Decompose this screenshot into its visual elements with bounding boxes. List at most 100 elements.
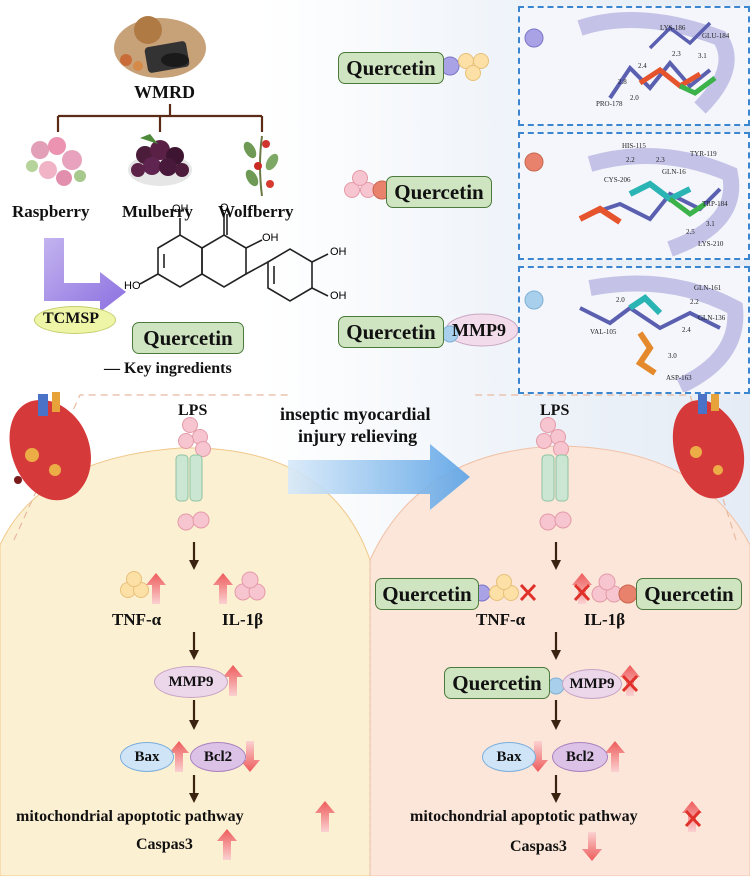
- dock2-label-3: GLN-16: [662, 168, 686, 176]
- dock1-label-2: PRO-178: [596, 100, 623, 108]
- left-bcl2-down-arrow: [240, 741, 260, 772]
- left-internal-molecules: [177, 511, 210, 531]
- tcmsp-arrow: [44, 238, 126, 312]
- right-mmp9-pill: MMP9: [562, 669, 622, 699]
- dock1-label-3: 2.3: [672, 50, 681, 58]
- raspberry-image: [26, 137, 86, 186]
- right-caspas-label: Caspas3: [510, 838, 567, 855]
- left-tnf-icon: [120, 571, 149, 598]
- structure-o-carbonyl: O: [220, 202, 229, 214]
- left-bcl2-pill: Bcl2: [190, 742, 246, 772]
- left-il1b-label: IL-1β: [222, 610, 264, 629]
- dock1-label-4: 3.1: [698, 52, 707, 60]
- docking-mmp9-label: MMP9: [452, 320, 506, 340]
- dock1-label-0: LYS-186: [660, 24, 686, 32]
- dock3-label-1: GLN-136: [698, 314, 726, 322]
- docking-panel-3: GLN-161 GLN-136 VAL-105 ASP-163 2.0 2.2 …: [518, 266, 750, 394]
- dock1-label-7: 2.4: [638, 62, 647, 70]
- left-flow-arrows: [189, 542, 199, 803]
- quercetin-key-box: Quercetin: [132, 322, 244, 354]
- wmrd-label: WMRD: [134, 82, 195, 102]
- key-ingredients-label: — Key ingredients: [104, 360, 232, 377]
- dock3-label-4: 2.0: [616, 296, 625, 304]
- dock3-label-0: GLN-161: [694, 284, 722, 292]
- dock3-label-7: 3.0: [668, 352, 677, 360]
- structure-oh-top: OH: [172, 203, 189, 215]
- left-il1b-up-arrow: [213, 573, 233, 604]
- left-tnf-up-arrow: [146, 573, 166, 604]
- dock2-label-7: 2.3: [656, 156, 665, 164]
- left-bax-pill: Bax: [120, 742, 174, 772]
- heart-left: [9, 392, 92, 501]
- heart-right: [672, 393, 745, 499]
- right-bcl2-pill: Bcl2: [552, 742, 608, 772]
- right-quercetin-il1b: Quercetin: [636, 578, 742, 610]
- right-flow-arrows: [551, 542, 561, 803]
- relief-arrow: [288, 444, 470, 510]
- left-mmp9-pill: MMP9: [154, 666, 228, 698]
- left-mmp9-up-arrow: [223, 665, 243, 696]
- structure-oh-3: OH: [262, 232, 279, 244]
- quercetin-structure: [139, 214, 329, 302]
- dock2-label-8: 3.1: [706, 220, 715, 228]
- right-il1b-up-arrow: [572, 573, 592, 604]
- mulberry-image: [128, 134, 192, 186]
- tcmsp-badge: [34, 306, 116, 334]
- right-tnf-label: TNF-α: [476, 610, 526, 629]
- binding-icons-row1: [440, 53, 489, 81]
- docking-quercetin-1: Quercetin: [338, 52, 444, 84]
- right-il1b-label: IL-1β: [584, 610, 626, 629]
- herb-label-mulberry: Mulberry: [122, 202, 193, 221]
- right-caspas-down-arrow: [582, 832, 602, 861]
- right-mmp9-up-arrow: [620, 665, 640, 696]
- tcmsp-label: TCMSP: [43, 310, 99, 327]
- dock2-label-9: 2.5: [686, 228, 695, 236]
- dock1-label-6: 2.8: [618, 78, 627, 86]
- right-bax-down-arrow: [528, 741, 548, 772]
- right-receptor: [541, 454, 569, 502]
- right-il1b-cross: [573, 583, 591, 602]
- dock3-label-5: 2.2: [690, 298, 699, 306]
- dock1-label-1: GLU-184: [702, 32, 730, 40]
- herb-label-raspberry: Raspberry: [12, 202, 90, 221]
- docking-panel-1: LYS-186 GLU-184 PRO-178 2.3 3.1 2.0 2.8 …: [518, 6, 750, 126]
- left-caspas-up-arrow: [217, 829, 237, 860]
- docking-quercetin-3: Quercetin: [338, 316, 444, 348]
- left-caspas-label: Caspas3: [136, 836, 193, 853]
- left-receptor: [175, 454, 203, 502]
- right-lps-label: LPS: [540, 402, 570, 419]
- dock2-label-5: LYS-210: [698, 240, 724, 248]
- relief-arrow-text-1: inseptic myocardial: [280, 404, 431, 424]
- right-bax-pill: Bax: [482, 742, 536, 772]
- wmrd-herb-image: [114, 16, 206, 78]
- structure-oh-lower-right: OH: [330, 290, 347, 302]
- right-mmp9-cross: [621, 674, 639, 693]
- dock2-label-4: TRP-184: [702, 200, 728, 208]
- left-lps-molecules: [178, 417, 211, 457]
- dock2-label-0: HIS-115: [622, 142, 646, 150]
- left-il1b-icon: [234, 571, 266, 601]
- dock2-label-2: CYS-206: [604, 176, 631, 184]
- left-lps-label: LPS: [178, 402, 208, 419]
- herb-label-wolfberry: Wolfberry: [218, 202, 294, 221]
- relief-arrow-text-2: injury relieving: [298, 426, 418, 446]
- left-bax-up-arrow: [169, 741, 189, 772]
- right-bcl2-up-arrow: [605, 741, 625, 772]
- right-lps-molecules: [536, 417, 569, 457]
- right-quercetin-tnf: Quercetin: [375, 578, 479, 610]
- binding-icons-row2: [344, 170, 392, 200]
- docking-quercetin-2: Quercetin: [386, 176, 492, 208]
- dock3-label-3: ASP-163: [666, 374, 692, 382]
- right-cell-dome: [369, 445, 750, 876]
- left-pathway-up-arrow: [315, 801, 335, 832]
- dock1-label-5: 2.0: [630, 94, 639, 102]
- dock2-label-1: TYR-119: [690, 150, 717, 158]
- dock3-label-2: VAL-105: [590, 328, 617, 336]
- left-pathway-label: mitochondrial apoptotic pathway: [16, 808, 244, 825]
- binding-icons-row3: [441, 313, 519, 347]
- dock3-label-6: 2.4: [682, 326, 691, 334]
- right-pathway-cross: [684, 809, 702, 828]
- wolfberry-image: [243, 135, 279, 197]
